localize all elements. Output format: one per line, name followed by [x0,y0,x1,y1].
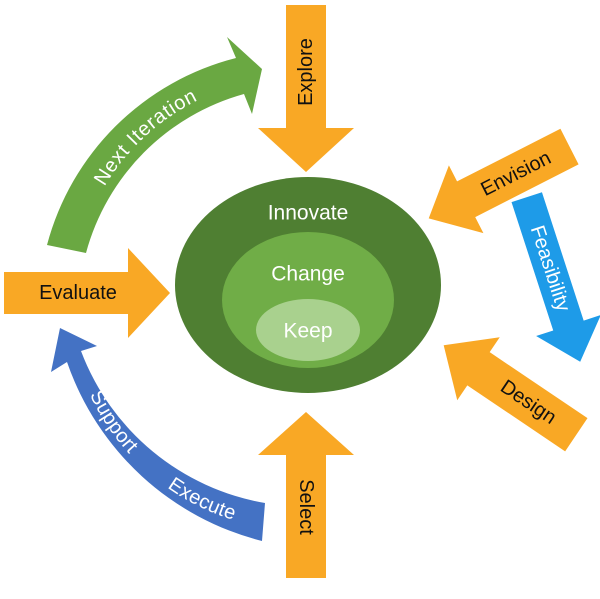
select-label: Select [295,479,317,535]
change-label: Change [271,263,345,286]
envision-arrow-shape [428,128,579,234]
evaluate-arrow-shape [4,248,170,338]
explore-arrow: Explore [258,5,354,172]
evaluate-arrow: Evaluate [4,248,170,338]
keep-ring [256,299,360,361]
design-arrow-shape [443,337,588,452]
center-rings: Innovate Change Keep [175,177,441,393]
select-arrow-shape [258,412,354,578]
support-label: Support [85,387,142,458]
feasibility-label: Feasibility [526,223,574,314]
explore-label: Explore [295,38,317,106]
next-iteration-arrow-shape [47,37,262,253]
support-execute-arrow-shape [51,328,265,541]
explore-arrow-shape [258,5,354,172]
envision-arrow: Envision [428,128,579,234]
feasibility-arrow: Feasibility [511,192,600,362]
evaluate-label: Evaluate [39,282,117,304]
feasibility-arrow-shape [511,192,600,362]
innovate-label: Innovate [268,202,349,225]
select-arrow: Select [258,412,354,578]
keep-label: Keep [283,320,332,343]
